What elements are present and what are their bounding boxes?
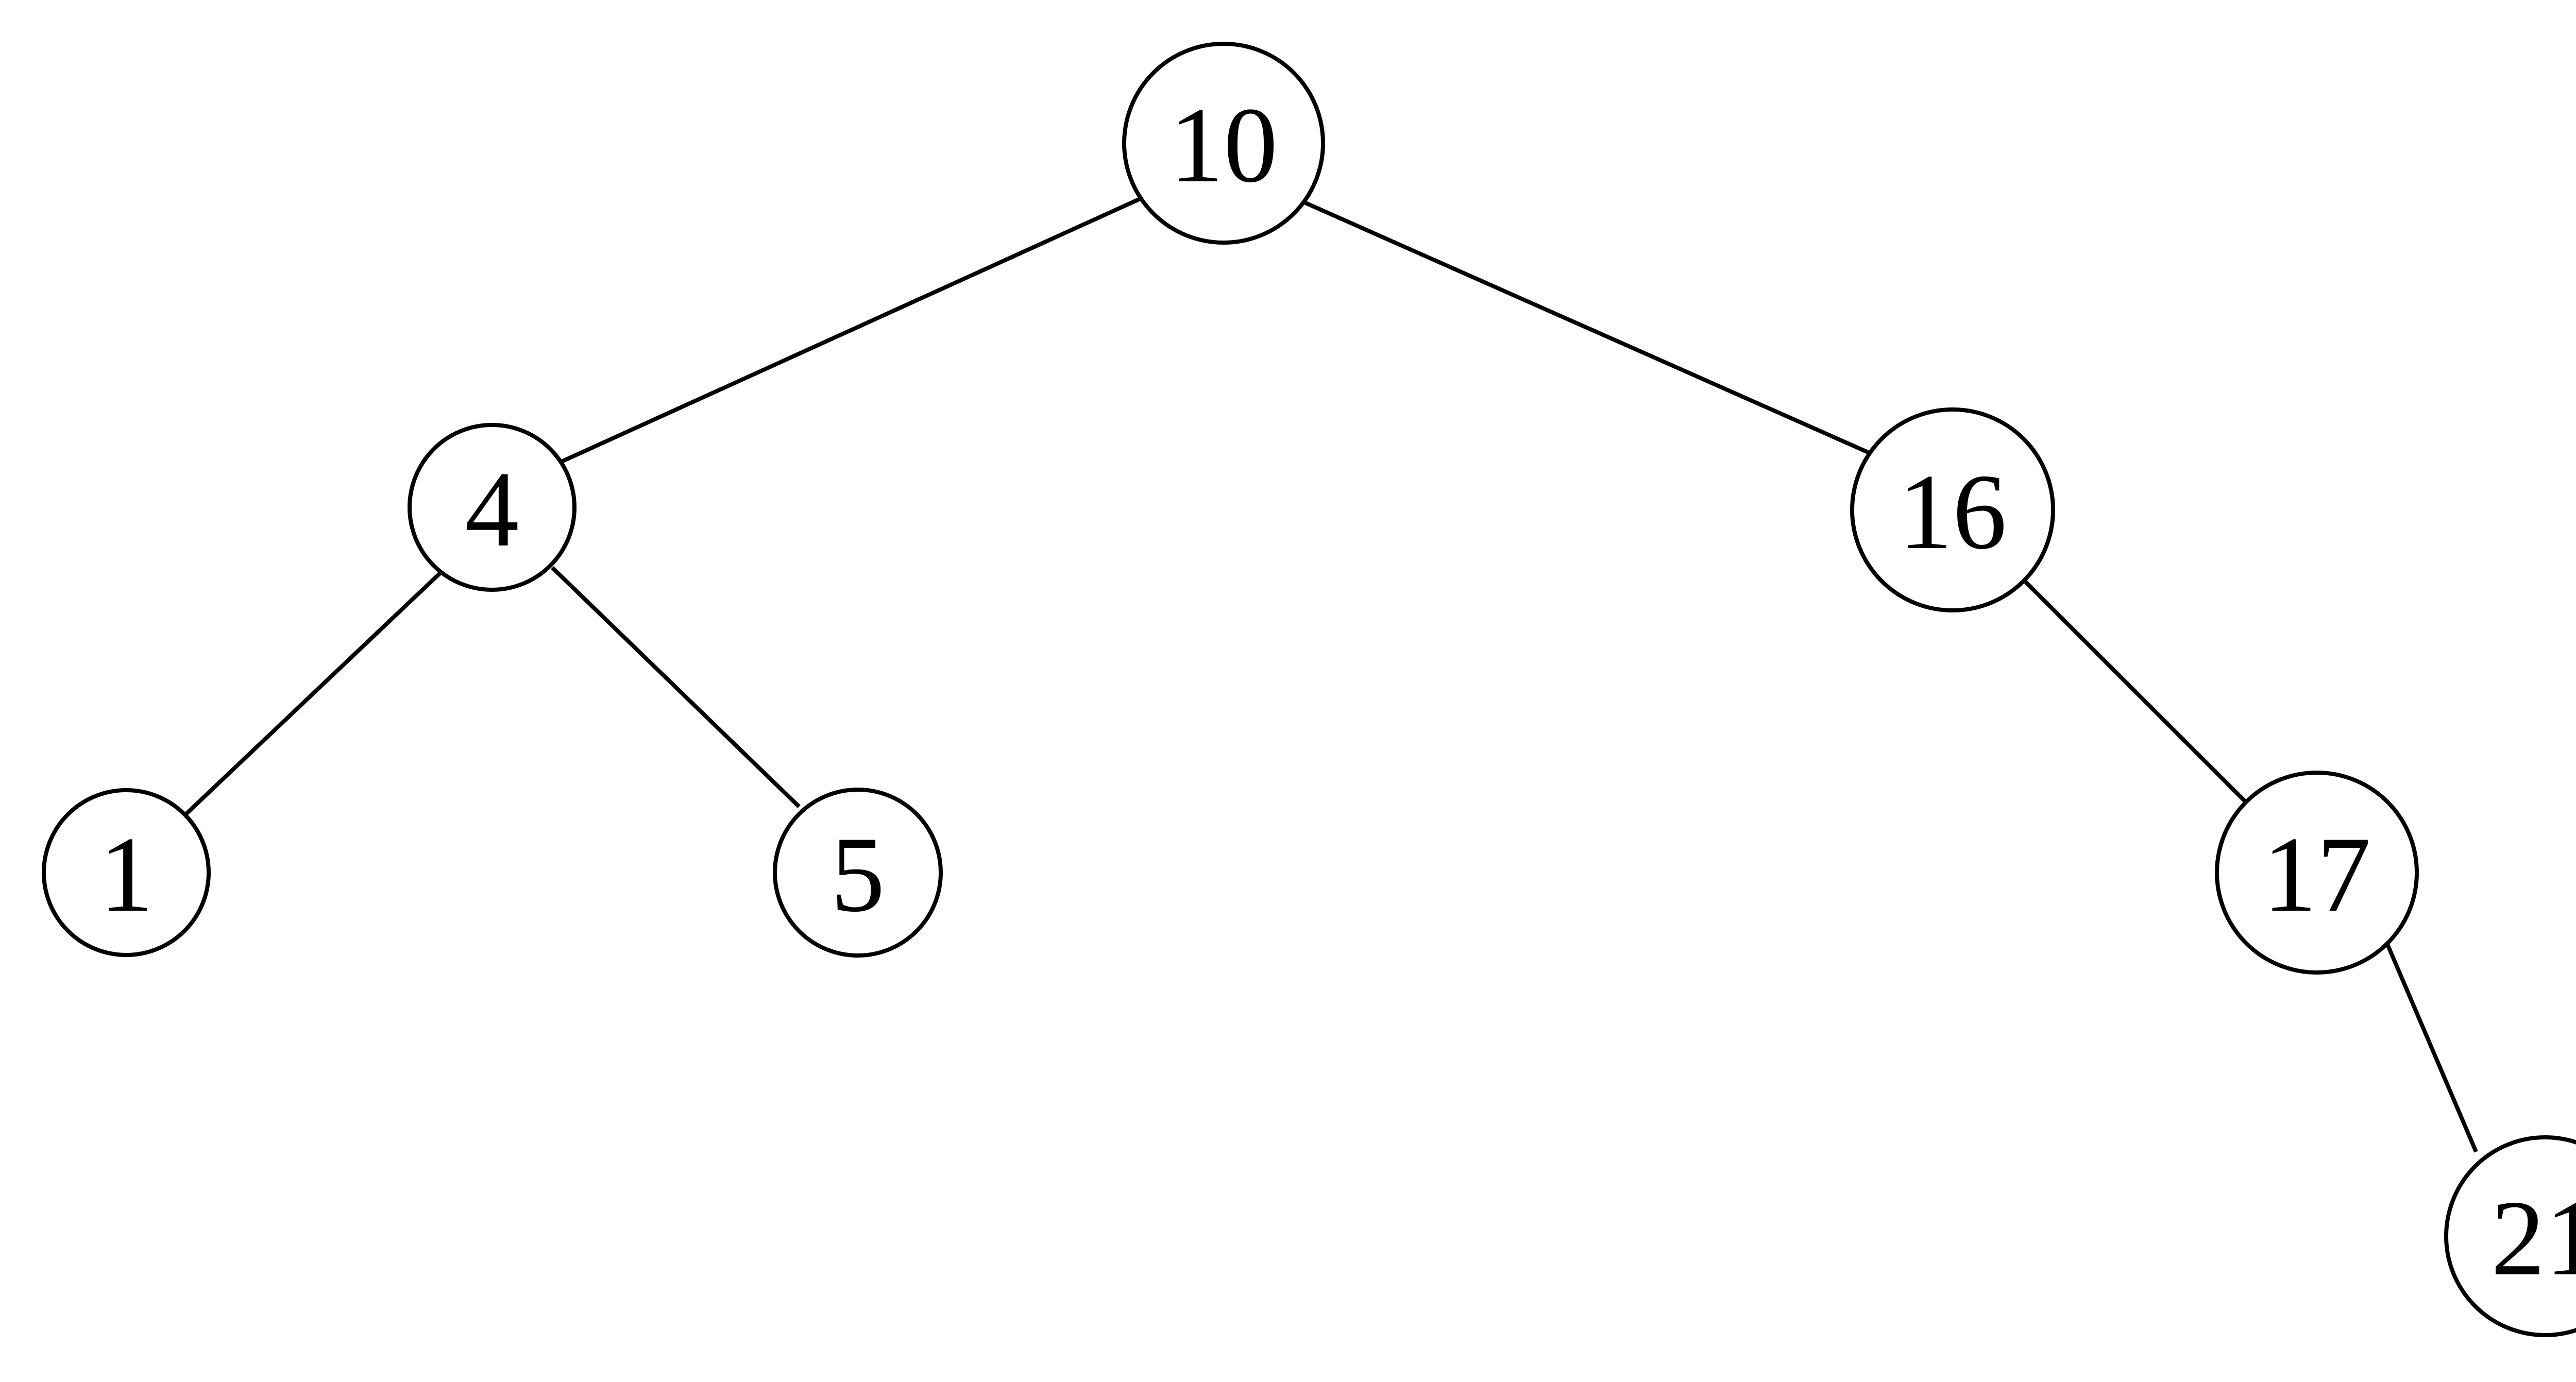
node-label-1: 1 (99, 815, 154, 934)
tree-node-5[interactable]: 5 (773, 788, 943, 958)
tree-node-10[interactable]: 10 (1122, 42, 1325, 245)
node-circle-21[interactable] (2444, 1135, 2576, 1337)
node-circle-17[interactable] (2215, 771, 2419, 975)
node-circle-1[interactable] (42, 788, 211, 957)
tree-edge-4-5 (551, 566, 801, 808)
node-circle-4[interactable] (408, 423, 577, 592)
node-label-16: 16 (1899, 452, 2007, 572)
tree-nodes-group: 10 4 16 1 5 17 21 (42, 42, 2576, 1337)
tree-edge-4-1 (180, 571, 443, 820)
tree-edges-group (180, 196, 2478, 1153)
tree-edge-16-17 (2022, 578, 2247, 803)
tree-node-17[interactable]: 17 (2215, 771, 2419, 975)
node-circle-10[interactable] (1122, 42, 1325, 245)
tree-node-16[interactable]: 16 (1850, 407, 2055, 612)
tree-edge-10-4 (554, 196, 1142, 467)
node-label-17: 17 (2263, 815, 2371, 934)
tree-node-21[interactable]: 21 (2444, 1135, 2576, 1337)
tree-node-1[interactable]: 1 (42, 788, 211, 957)
node-circle-5[interactable] (773, 788, 943, 958)
node-label-10: 10 (1170, 86, 1278, 205)
node-label-5: 5 (831, 815, 885, 934)
tree-edge-10-16 (1300, 199, 1875, 457)
node-label-4: 4 (465, 450, 519, 569)
node-circle-16[interactable] (1850, 407, 2055, 612)
tree-node-4[interactable]: 4 (408, 423, 577, 592)
tree-edge-17-21 (2385, 942, 2478, 1153)
node-label-21: 21 (2491, 1179, 2576, 1298)
